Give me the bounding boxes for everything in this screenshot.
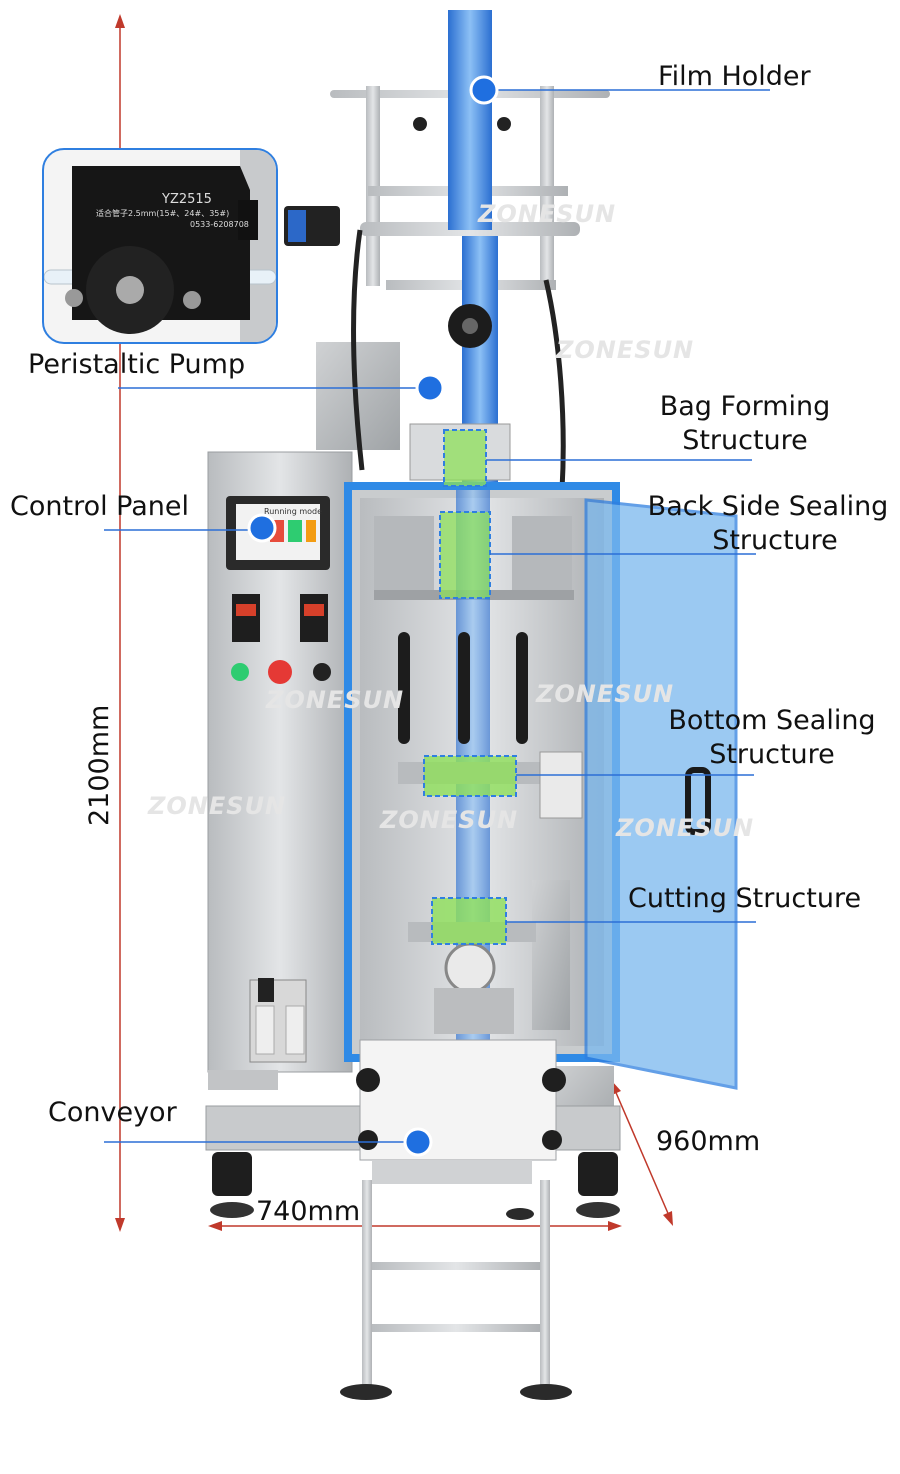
cutting-structure-label: Cutting Structure [628,883,862,914]
bag-forming-highlight [443,429,487,487]
back-side-sealing-label-line1: Back Side Sealing [647,491,889,522]
watermark: ZONESUN [616,814,755,842]
caster-wheel-icon [578,1152,618,1196]
back-side-sealing-label: Back Side Sealing Structure [640,490,896,558]
watermark: ZONESUN [266,686,405,714]
bag-forming-label: Bag Forming Structure [640,390,850,458]
pump-spec-text: 适合管子2.5mm(15#、24#、35#) [96,209,230,218]
pump-model-text: YZ2515 [162,192,212,207]
watermark: ZONESUN [478,200,617,228]
conveyor-label: Conveyor [48,1097,177,1128]
watermark: ZONESUN [556,336,695,364]
peristaltic-pump-inset: YZ2515 适合管子2.5mm(15#、24#、35#) 0533-62087… [42,148,278,344]
watermark: ZONESUN [536,680,675,708]
film-holder-label: Film Holder [658,61,811,92]
control-panel-label: Control Panel [10,491,190,522]
width-dimension-text: 740mm [256,1196,361,1227]
bottom-sealing-label-line2: Structure [709,739,835,770]
start-button-icon [231,663,249,681]
watermark: ZONESUN [148,792,287,820]
bag-forming-label-line1: Bag Forming [659,391,831,422]
hmi-screen-title: Running mode [264,507,323,516]
peristaltic-pump-label: Peristaltic Pump [28,349,246,380]
door-handle-icon [685,767,711,835]
callout-dots [247,75,499,1157]
bag-forming-label-line2: Structure [682,425,808,456]
bottom-sealing-label: Bottom Sealing Structure [660,704,884,772]
bottom-sealing-label-line1: Bottom Sealing [668,705,876,736]
cutting-highlight [431,897,507,945]
watermark: ZONESUN [380,806,519,834]
bottom-sealing-highlight [423,755,517,797]
pump-phone-text: 0533-6208708 [190,220,249,229]
depth-dimension-text: 960mm [656,1126,761,1157]
film-holder-assembly [284,10,610,496]
back-side-sealing-label-line2: Structure [712,525,838,556]
knob-icon [313,663,331,681]
back-sealing-highlight [439,511,491,599]
transparent-door [584,498,738,1090]
caster-wheel-icon [212,1152,252,1196]
height-dimension-text: 2100mm [84,704,115,826]
pump-head-icon [44,150,276,342]
emergency-stop-icon [268,660,292,684]
leader-lines [104,89,770,1143]
